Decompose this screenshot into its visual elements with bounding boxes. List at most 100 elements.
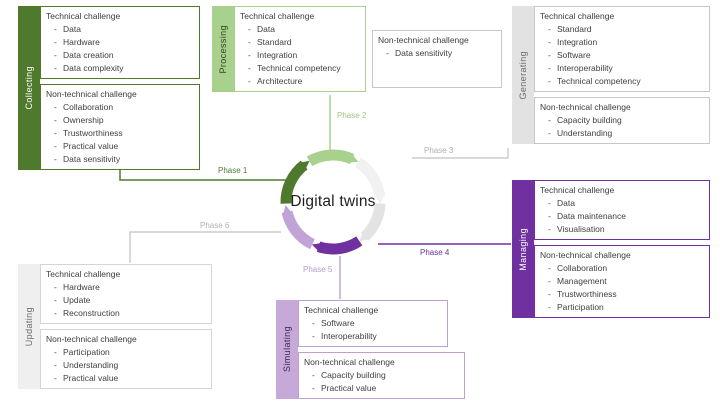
challenge-item: Data xyxy=(248,23,360,36)
box-header: Technical challenge xyxy=(540,11,615,21)
non-technical-challenge-box-generating: Non-technical challenge Capacity buildin… xyxy=(534,97,710,144)
cycle-diagram xyxy=(280,149,386,255)
challenge-item: Data complexity xyxy=(54,62,194,75)
group-sidebar-collecting: Collecting xyxy=(18,6,40,170)
box-header: Non-technical challenge xyxy=(378,35,469,45)
box-header: Technical challenge xyxy=(540,185,615,195)
challenge-item: Integration xyxy=(548,36,704,49)
box-header: Non-technical challenge xyxy=(540,102,631,112)
challenge-item: Standard xyxy=(548,23,704,36)
phase-group-managing: Managing Technical challenge DataData ma… xyxy=(512,180,710,318)
phase-5-label: Phase 5 xyxy=(303,265,333,274)
phase-1-label: Phase 1 xyxy=(218,166,248,175)
group-label-processing: Processing xyxy=(218,24,228,74)
challenge-list: CollaborationOwnershipTrustworthinessPra… xyxy=(46,101,194,166)
challenge-item: Participation xyxy=(548,301,704,314)
phase-6-connector xyxy=(129,231,281,263)
group-sidebar-managing: Managing xyxy=(512,180,534,318)
cycle-arc-simulating xyxy=(281,204,316,250)
cycle-arc-generating-light xyxy=(354,157,386,205)
non-technical-challenge-box-collecting: Non-technical challenge CollaborationOwn… xyxy=(40,84,200,170)
challenge-item: Update xyxy=(54,294,206,307)
challenge-item: Understanding xyxy=(548,127,704,140)
challenge-item: Software xyxy=(312,317,442,330)
group-sidebar-simulating: Simulating xyxy=(276,300,298,399)
phase-1-connector xyxy=(119,170,287,181)
group-sidebar-updating: Updating xyxy=(18,264,40,389)
challenge-item: Management xyxy=(548,275,704,288)
challenge-item: Interoperability xyxy=(548,62,704,75)
cycle-arc-collecting xyxy=(280,160,310,204)
challenge-item: Architecture xyxy=(248,75,360,88)
challenge-item: Standard xyxy=(248,36,360,49)
challenge-item: Interoperability xyxy=(312,330,442,343)
challenge-item: Practical value xyxy=(54,140,194,153)
non-technical-challenge-box-simulating: Non-technical challenge Capacity buildin… xyxy=(298,352,465,399)
challenge-item: Capacity building xyxy=(312,369,459,382)
challenge-list: ParticipationUnderstandingPractical valu… xyxy=(46,346,206,385)
group-label-generating: Generating xyxy=(518,50,528,100)
group-label-updating: Updating xyxy=(24,306,34,347)
challenge-item: Reconstruction xyxy=(54,307,206,320)
box-header: Technical challenge xyxy=(46,269,121,279)
challenge-list: DataStandardIntegrationTechnical compete… xyxy=(240,23,360,88)
challenge-item: Technical competency xyxy=(548,75,704,88)
group-label-collecting: Collecting xyxy=(24,66,34,110)
challenge-item: Trustworthiness xyxy=(548,288,704,301)
box-header: Non-technical challenge xyxy=(46,89,137,99)
box-header: Technical challenge xyxy=(240,11,315,21)
box-header: Technical challenge xyxy=(304,305,379,315)
challenge-list: DataHardwareData creationData complexity xyxy=(46,23,194,75)
technical-challenge-box-processing: Technical challenge DataStandardIntegrat… xyxy=(234,6,366,92)
challenge-item: Participation xyxy=(54,346,206,359)
challenge-item: Technical competency xyxy=(248,62,360,75)
cycle-arc-managing xyxy=(311,236,363,255)
cycle-arc-processing xyxy=(306,149,359,167)
challenge-list: CollaborationManagementTrustworthinessPa… xyxy=(540,262,704,314)
challenge-item: Collaboration xyxy=(54,101,194,114)
challenge-item: Data sensitivity xyxy=(386,47,496,60)
cycle-arc-generating xyxy=(359,203,386,242)
challenge-item: Integration xyxy=(248,49,360,62)
challenge-item: Trustworthiness xyxy=(54,127,194,140)
challenge-item: Data xyxy=(548,197,704,210)
phase-6-label: Phase 6 xyxy=(200,221,230,230)
challenge-list: Capacity buildingUnderstanding xyxy=(540,114,704,140)
diagram-title: Digital twins xyxy=(290,193,376,210)
challenge-item: Data sensitivity xyxy=(54,153,194,166)
challenge-item: Data maintenance xyxy=(548,210,704,223)
challenge-item: Software xyxy=(548,49,704,62)
technical-challenge-box-managing: Technical challenge DataData maintenance… xyxy=(534,180,710,240)
non-technical-challenge-box-processing: Non-technical challenge Data sensitivity xyxy=(372,30,502,88)
non-technical-challenge-box-managing: Non-technical challenge CollaborationMan… xyxy=(534,245,710,318)
group-label-managing: Managing xyxy=(518,227,528,271)
challenge-item: Hardware xyxy=(54,36,194,49)
phase-group-updating: Updating Technical challenge HardwareUpd… xyxy=(18,264,212,389)
non-technical-challenge-box-updating: Non-technical challenge ParticipationUnd… xyxy=(40,329,212,389)
challenge-item: Data xyxy=(54,23,194,36)
phase-group-processing: Processing Technical challenge DataStand… xyxy=(212,6,366,92)
challenge-item: Practical value xyxy=(54,372,206,385)
challenge-item: Ownership xyxy=(54,114,194,127)
box-header: Non-technical challenge xyxy=(540,250,631,260)
phase-4-label: Phase 4 xyxy=(420,248,450,257)
technical-challenge-box-generating: Technical challenge StandardIntegrationS… xyxy=(534,6,710,92)
box-header: Technical challenge xyxy=(46,11,121,21)
phase-group-generating: Generating Technical challenge StandardI… xyxy=(512,6,710,144)
group-label-simulating: Simulating xyxy=(282,326,292,373)
technical-challenge-box-collecting: Technical challenge DataHardwareData cre… xyxy=(40,6,200,79)
challenge-list: StandardIntegrationSoftwareInteroperabil… xyxy=(540,23,704,88)
challenge-item: Visualisation xyxy=(548,223,704,236)
box-header: Non-technical challenge xyxy=(304,357,395,367)
challenge-item: Data creation xyxy=(54,49,194,62)
challenge-list: Capacity buildingPractical value xyxy=(304,369,459,395)
challenge-list: HardwareUpdateReconstruction xyxy=(46,281,206,320)
technical-challenge-box-updating: Technical challenge HardwareUpdateRecons… xyxy=(40,264,212,324)
phase-3-label: Phase 3 xyxy=(424,146,454,155)
box-header: Non-technical challenge xyxy=(46,334,137,344)
phase-group-collecting: Collecting Technical challenge DataHardw… xyxy=(18,6,200,170)
challenge-item: Hardware xyxy=(54,281,206,294)
technical-challenge-box-simulating: Technical challenge SoftwareInteroperabi… xyxy=(298,300,448,347)
phase-group-simulating: Simulating Technical challenge SoftwareI… xyxy=(276,300,465,399)
group-sidebar-processing: Processing xyxy=(212,6,234,92)
